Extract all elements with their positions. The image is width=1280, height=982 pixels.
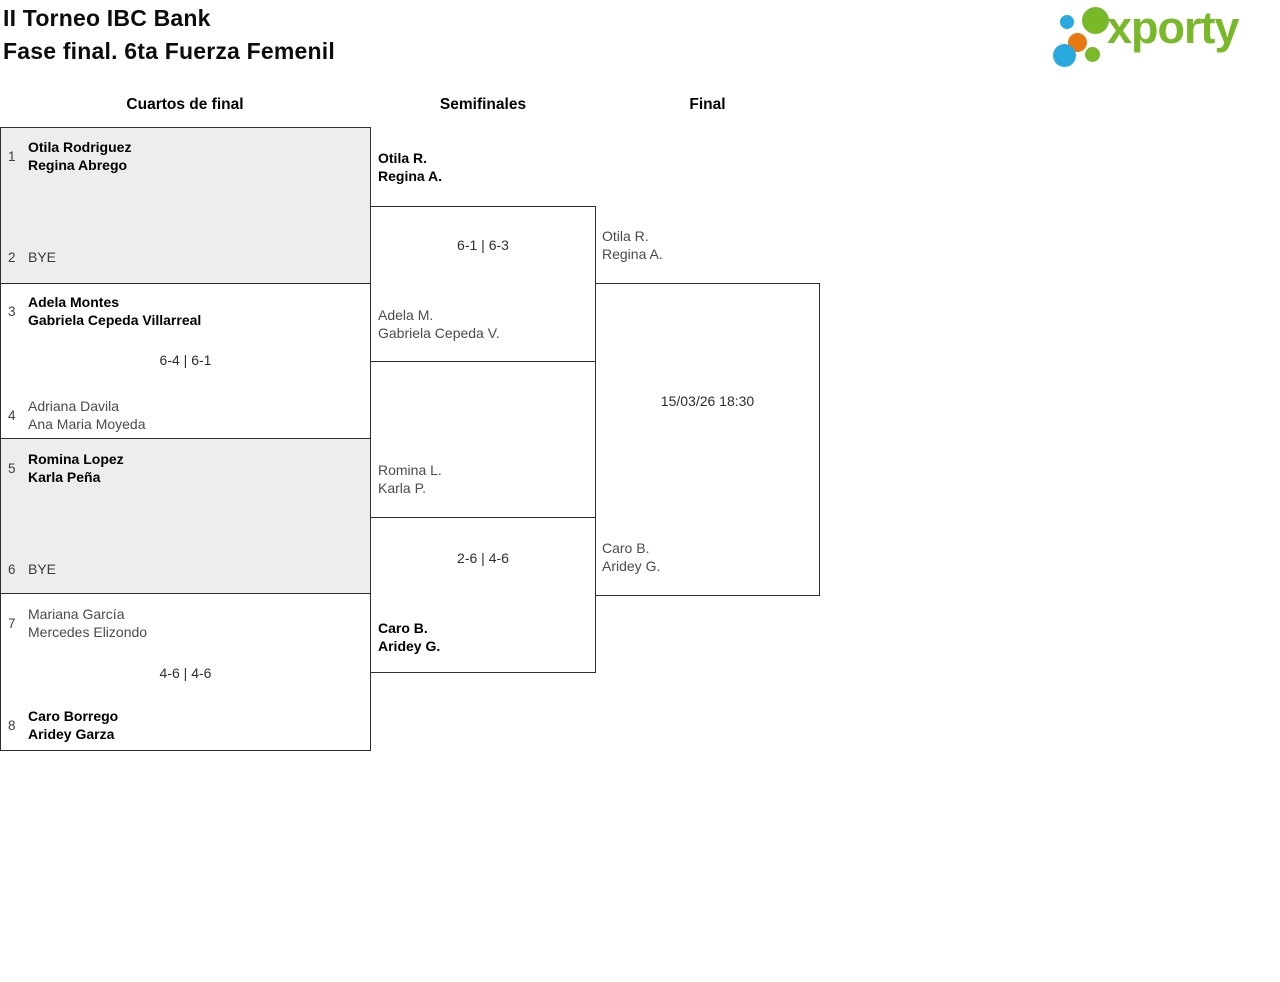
- seed-number: 1: [8, 148, 16, 164]
- player-name: Otila R.: [602, 228, 649, 244]
- player-name: Otila Rodriguez: [28, 139, 132, 155]
- logo-dot-green-big-icon: [1082, 7, 1109, 34]
- player-name: Gabriela Cepeda Villarreal: [28, 312, 202, 328]
- player-name: Adriana Davila: [28, 398, 120, 414]
- sf2-team-bottom: Caro B. Aridey G.: [378, 619, 440, 655]
- qf2-team-bottom: 4 Adriana Davila Ana Maria Moyeda: [8, 397, 146, 433]
- qf3-team-top: 5 Romina Lopez Karla Peña: [8, 450, 124, 486]
- team-names: Otila Rodriguez Regina Abrego: [28, 138, 131, 174]
- logo-wordmark: xporty: [1107, 2, 1240, 53]
- qf4-team-bottom: 8 Caro Borrego Aridey Garza: [8, 707, 118, 743]
- tournament-name: II Torneo IBC Bank: [3, 5, 211, 31]
- logo-dot-blue-small-icon: [1060, 15, 1074, 29]
- seed-number: 2: [8, 249, 16, 265]
- final-team-bottom: Caro B. Aridey G.: [602, 539, 660, 575]
- seed-number: 7: [8, 615, 16, 631]
- player-name: Regina Abrego: [28, 157, 128, 173]
- team-names: Romina L. Karla P.: [378, 461, 442, 497]
- quarterfinal-3-box: [0, 438, 371, 594]
- player-name: Regina A.: [378, 168, 443, 184]
- team-names: Adriana Davila Ana Maria Moyeda: [28, 397, 146, 433]
- page-title: II Torneo IBC Bank Fase final. 6ta Fuerz…: [3, 2, 335, 68]
- qf2-team-top: 3 Adela Montes Gabriela Cepeda Villarrea…: [8, 293, 201, 329]
- player-name: Karla P.: [378, 480, 426, 496]
- player-name: Caro B.: [602, 540, 650, 556]
- final-team-top: Otila R. Regina A.: [602, 227, 663, 263]
- team-names: BYE: [28, 560, 56, 578]
- team-names: Caro B. Aridey G.: [378, 619, 440, 655]
- player-name: Gabriela Cepeda V.: [378, 325, 500, 341]
- player-name: Romina L.: [378, 462, 442, 478]
- phase-category: Fase final. 6ta Fuerza Femenil: [3, 38, 335, 64]
- player-name: Caro Borrego: [28, 708, 119, 724]
- player-name: Caro B.: [378, 620, 428, 636]
- sf2-team-top: Romina L. Karla P.: [378, 461, 442, 497]
- player-name: Karla Peña: [28, 469, 101, 485]
- team-names: Romina Lopez Karla Peña: [28, 450, 124, 486]
- team-names: Otila R. Regina A.: [602, 227, 663, 263]
- quarterfinal-4-box: [0, 593, 371, 751]
- team-names: BYE: [28, 248, 56, 266]
- final-scheduled-datetime: 15/03/26 18:30: [660, 393, 755, 409]
- qf1-team-top: 1 Otila Rodriguez Regina Abrego: [8, 138, 131, 174]
- player-name: Adela Montes: [28, 294, 120, 310]
- sf2-score: 2-6 | 4-6: [457, 550, 509, 566]
- qf1-team-bottom: 2 BYE: [8, 248, 56, 266]
- player-name: Mariana García: [28, 606, 125, 622]
- round-header-quarterfinals: Cuartos de final: [126, 96, 244, 113]
- player-name: Mercedes Elizondo: [28, 624, 148, 640]
- team-names: Adela M. Gabriela Cepeda V.: [378, 306, 500, 342]
- sf1-team-top: Otila R. Regina A.: [378, 149, 442, 185]
- team-names: Otila R. Regina A.: [378, 149, 442, 185]
- team-names: Caro Borrego Aridey Garza: [28, 707, 118, 743]
- quarterfinal-2-box: [0, 283, 371, 439]
- sf1-team-bottom: Adela M. Gabriela Cepeda V.: [378, 306, 500, 342]
- qf4-team-top: 7 Mariana García Mercedes Elizondo: [8, 605, 147, 641]
- seed-number: 5: [8, 460, 16, 476]
- logo-dot-green-small-icon: [1085, 47, 1100, 62]
- team-names: Caro B. Aridey G.: [602, 539, 660, 575]
- final-box: [595, 283, 820, 596]
- player-name: Aridey G.: [602, 558, 661, 574]
- xporty-logo[interactable]: xporty: [1045, 2, 1280, 70]
- quarterfinal-1-box: [0, 127, 371, 284]
- player-name: Regina A.: [602, 246, 663, 262]
- player-name: Ana Maria Moyeda: [28, 416, 146, 432]
- bye-label: BYE: [28, 561, 57, 577]
- seed-number: 3: [8, 303, 16, 319]
- seed-number: 6: [8, 561, 16, 577]
- seed-number: 8: [8, 717, 16, 733]
- player-name: Adela M.: [378, 307, 434, 323]
- player-name: Aridey Garza: [28, 726, 115, 742]
- team-names: Mariana García Mercedes Elizondo: [28, 605, 147, 641]
- bye-label: BYE: [28, 249, 57, 265]
- qf4-score: 4-6 | 4-6: [159, 665, 212, 681]
- qf2-score: 6-4 | 6-1: [159, 352, 212, 368]
- qf3-team-bottom: 6 BYE: [8, 560, 56, 578]
- player-name: Romina Lopez: [28, 451, 124, 467]
- sf1-score: 6-1 | 6-3: [457, 237, 509, 253]
- player-name: Otila R.: [378, 150, 428, 166]
- logo-dot-blue-big-icon: [1053, 44, 1076, 67]
- player-name: Aridey G.: [378, 638, 441, 654]
- seed-number: 4: [8, 407, 16, 423]
- team-names: Adela Montes Gabriela Cepeda Villarreal: [28, 293, 201, 329]
- round-header-final: Final: [689, 96, 726, 113]
- round-header-semifinals: Semifinales: [439, 96, 527, 113]
